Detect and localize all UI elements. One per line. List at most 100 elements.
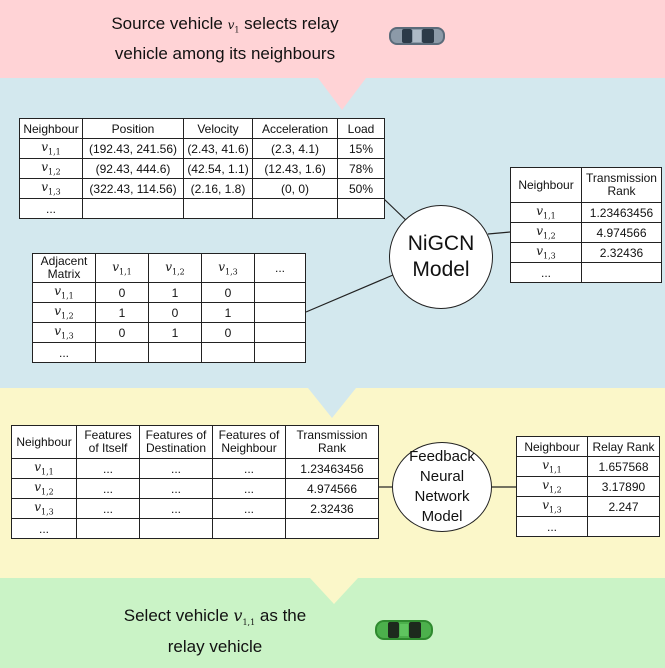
cell: (2.16, 1.8) [183,178,253,199]
cell: 1 [148,282,202,303]
table-row: ... [516,516,660,537]
vehicle-label: v1,2 [32,302,96,323]
vehicle-label: v1,1 [19,138,83,159]
ellipsis: ... [19,198,83,219]
cell: 0 [95,282,149,303]
vehicle-label: v1,3 [19,178,83,199]
vehicle-label: v1,3 [11,498,77,519]
cell: 0 [201,322,255,343]
cell: 2.32436 [581,242,662,263]
col-header: Position [82,118,184,139]
table-row: ... [32,342,306,363]
col-header: v1,2 [148,253,202,283]
vehicle-label: v1,2 [11,478,77,499]
table-row: v1,3 2.32436 [510,242,662,263]
table-row: v1,1 1.23463456 [510,202,662,223]
col-header: Neighbour [510,167,582,203]
table-row: ... [11,518,379,539]
col-header: Relay Rank [587,436,660,457]
cell: ... [212,458,286,479]
cell: 15% [337,138,385,159]
table-row: v1,3 0 1 0 [32,322,306,343]
col-header: Neighbour [19,118,83,139]
cell: (2.3, 4.1) [252,138,338,159]
vehicle-label: v1,2 [516,476,588,497]
table-row: v1,3 (322.43, 114.56) (2.16, 1.8) (0, 0)… [19,178,385,199]
col-header: v1,1 [95,253,149,283]
vehicle-label: v1,3 [516,496,588,517]
result-caption: Select vehicle v1,1 as the relay vehicle [123,606,307,657]
cell: 1 [148,322,202,343]
table-row: v1,1 ... ... ... 1.23463456 [11,458,379,479]
table-row: v1,3 ... ... ... 2.32436 [11,498,379,519]
cell: (322.43, 114.56) [82,178,184,199]
vehicle-label: v1,1 [510,202,582,223]
cell: 0 [148,302,202,323]
source-car-icon [389,27,445,45]
table-row: v1,2 (92.43, 444.6) (42.54, 1.1) (12.43,… [19,158,385,179]
ellipsis: ... [510,262,582,283]
cell: 1.23463456 [581,202,662,223]
col-header: v1,3 [201,253,255,283]
ellipsis: ... [32,342,96,363]
cell: 0 [95,322,149,343]
cell: 4.974566 [285,478,379,499]
cell: 1 [201,302,255,323]
table-header-row: Neighbour Position Velocity Acceleration… [19,118,385,139]
cell: ... [76,458,140,479]
table-row: ... [510,262,662,283]
cell: ... [212,498,286,519]
table-row: v1,1 1.657568 [516,456,660,477]
cell: ... [139,478,213,499]
cell: ... [76,498,140,519]
relay-car-icon [375,620,433,640]
table-row: v1,1 (192.43, 241.56) (2.43, 41.6) (2.3,… [19,138,385,159]
col-header: Acceleration [252,118,338,139]
cell: 3.17890 [587,476,660,497]
cell: 1.23463456 [285,458,379,479]
table-header-row: Neighbour Relay Rank [516,436,660,457]
col-header: Neighbour [516,436,588,457]
vehicle-label: v1,1 [11,458,77,479]
cell: ... [139,498,213,519]
table-row: v1,3 2.247 [516,496,660,517]
cell: (2.43, 41.6) [183,138,253,159]
cell: ... [139,458,213,479]
table-row: v1,2 1 0 1 [32,302,306,323]
cell: 1.657568 [587,456,660,477]
cell: (92.43, 444.6) [82,158,184,179]
cell: 2.32436 [285,498,379,519]
vehicle-label: v1,3 [510,242,582,263]
source-caption: Source vehicle v1 selects relay vehicle … [111,14,339,64]
cell: (42.54, 1.1) [183,158,253,179]
cell: (0, 0) [252,178,338,199]
cell: 2.247 [587,496,660,517]
table-row: v1,2 4.974566 [510,222,662,243]
vehicle-label: v1,2 [19,158,83,179]
cell: 0 [201,282,255,303]
table-row: ... [19,198,385,219]
cell: 4.974566 [581,222,662,243]
table-row: v1,2 ... ... ... 4.974566 [11,478,379,499]
col-header: Neighbour [11,425,77,459]
flow-arrow-3 [310,578,358,604]
ellipsis: ... [516,516,588,537]
cell: ... [76,478,140,499]
source-section [0,0,665,78]
table-row: v1,2 3.17890 [516,476,660,497]
cell: 50% [337,178,385,199]
cell: (192.43, 241.56) [82,138,184,159]
col-header: Velocity [183,118,253,139]
flow-arrow-2 [308,388,356,418]
table-row: v1,1 0 1 0 [32,282,306,303]
